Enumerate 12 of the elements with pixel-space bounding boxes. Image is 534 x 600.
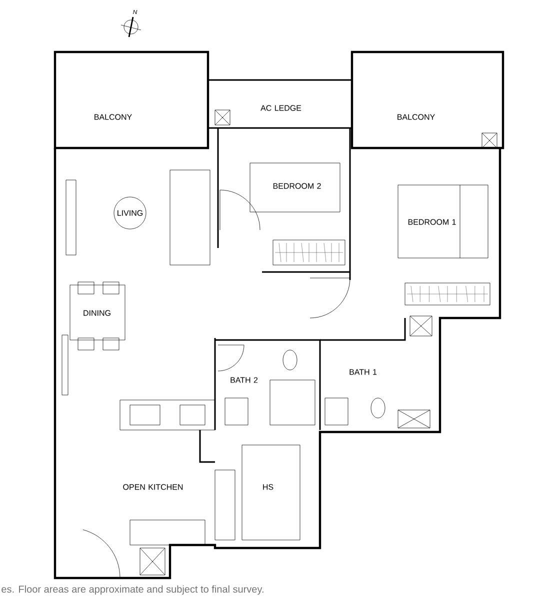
room-label: BALCONY — [94, 114, 132, 120]
room-label: BATH 1 — [350, 369, 377, 375]
room-label: LIVING — [118, 210, 143, 216]
note-text: es. Floor areas are approximate and subject to final survey. — [2, 585, 264, 595]
room-label: OPEN KITCHEN — [123, 484, 183, 490]
room-label: BEDROOM 1 — [408, 219, 456, 225]
room-label: DINING — [84, 310, 110, 316]
room-label: BEDROOM 2 — [273, 183, 321, 189]
room-label: BATH 2 — [230, 377, 258, 383]
room-label: HS — [263, 484, 274, 490]
room-label: BALCONY — [398, 114, 435, 120]
room-label: AC LEDGE — [260, 105, 302, 111]
